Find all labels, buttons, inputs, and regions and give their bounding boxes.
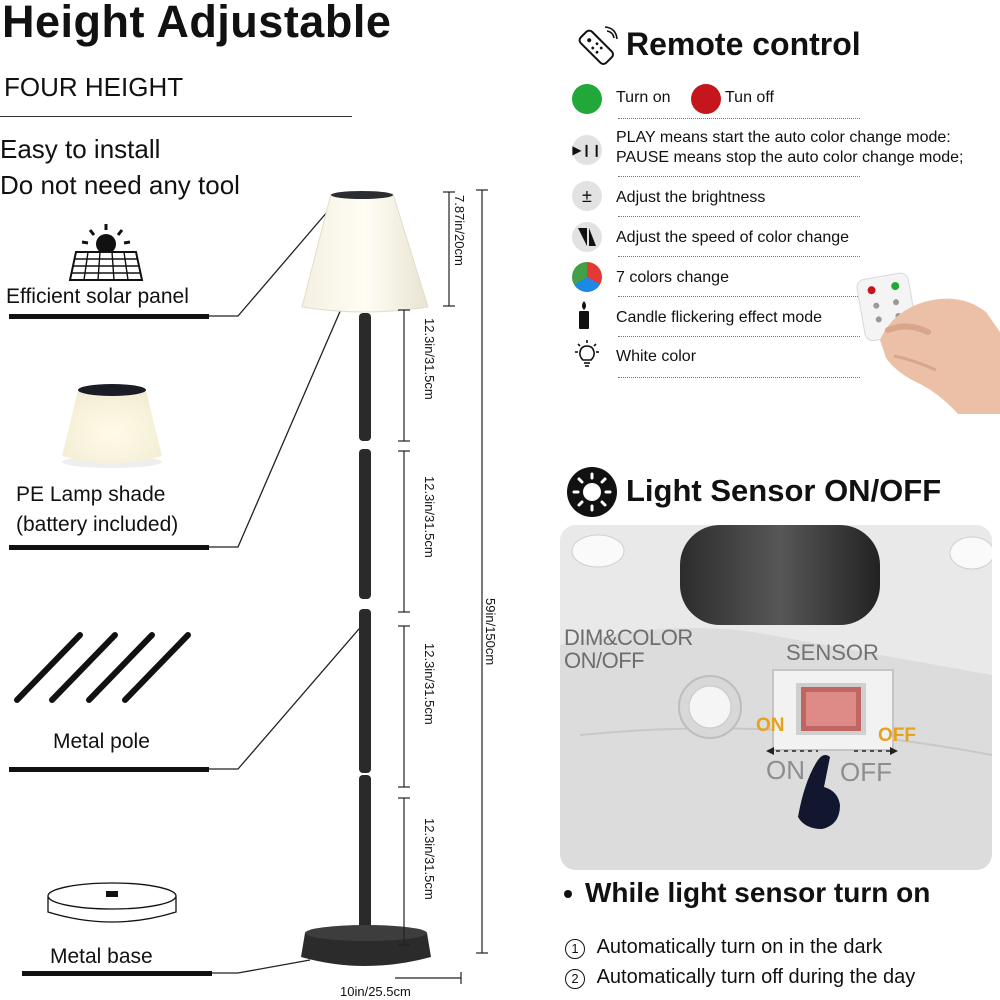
hand-remote-image	[856, 272, 1000, 414]
remote-title: Remote control	[626, 26, 861, 62]
solar-panel-icon	[68, 224, 144, 281]
base-label-bar	[22, 971, 212, 976]
while-heading: While light sensor turn on	[585, 877, 931, 908]
label-metal-pole: Metal pole	[53, 730, 150, 753]
on-embossed: ON	[766, 755, 805, 785]
sensor-label: SENSOR	[786, 640, 879, 665]
dim-color-label-2: ON/OFF	[564, 648, 645, 673]
turn-on-label: Turn on	[616, 89, 671, 106]
speed-label: Adjust the speed of color change	[616, 229, 850, 246]
lamp-illustration	[301, 191, 431, 966]
base-underside	[560, 525, 992, 870]
brightness-icon: ±	[572, 181, 602, 211]
off-embossed: OFF	[840, 757, 892, 787]
subtitle-rule	[0, 116, 352, 117]
color-wheel-icon	[572, 262, 602, 292]
label-solar-panel: Efficient solar panel	[6, 285, 189, 308]
label-lamp-shade-2: (battery included)	[16, 513, 179, 536]
shade-label-bar	[9, 545, 209, 550]
install-line-2: Do not need any tool	[0, 170, 240, 200]
subtitle: FOUR HEIGHT	[4, 72, 184, 102]
label-metal-base: Metal base	[50, 945, 153, 968]
row-divider	[618, 118, 860, 119]
turn-off-label: Tun off	[725, 89, 774, 106]
bullet-dot	[564, 890, 572, 898]
page-title: Height Adjustable	[2, 0, 392, 47]
row-divider	[618, 296, 860, 297]
step-2: 2 Automatically turn off during the day	[565, 966, 915, 989]
dim-segment-4: 12.3in/31.5cm	[422, 818, 437, 900]
step-2-text: Automatically turn off during the day	[596, 966, 916, 988]
row-divider	[618, 176, 860, 177]
row-divider	[618, 256, 860, 257]
step-2-number: 2	[565, 969, 585, 989]
solar-label-bar	[9, 314, 209, 319]
light-sensor-icon	[567, 467, 617, 517]
turn-off-icon	[691, 84, 721, 114]
dim-total-height: 59in/150cm	[483, 598, 498, 666]
label-lamp-shade-1: PE Lamp shade	[16, 483, 166, 506]
on-label: ON	[756, 715, 785, 736]
play-line-2: PAUSE means stop the auto color change m…	[616, 149, 964, 166]
white-color-label: White color	[616, 348, 697, 365]
speed-icon	[572, 222, 602, 252]
dim-segment-2: 12.3in/31.5cm	[422, 476, 437, 558]
turn-on-icon	[572, 84, 602, 114]
pole-label-bar	[9, 767, 209, 772]
candle-icon	[579, 301, 589, 329]
step-1: 1 Automatically turn on in the dark	[565, 936, 882, 959]
off-label: OFF	[878, 725, 916, 746]
dim-segment-1: 12.3in/31.5cm	[422, 318, 437, 400]
dimension-lines	[395, 189, 488, 984]
dim-segment-3: 12.3in/31.5cm	[422, 643, 437, 725]
bulb-icon	[575, 340, 599, 367]
step-1-number: 1	[565, 939, 585, 959]
play-pause-icon: ▶❙❙	[572, 135, 602, 165]
metal-base-icon	[47, 882, 177, 923]
metal-pole-icon	[14, 632, 191, 703]
row-divider	[618, 336, 860, 337]
sensor-photo: DIM&COLOR ON/OFF SENSOR ON OFF ON OFF	[560, 525, 992, 870]
candle-label: Candle flickering effect mode	[616, 309, 823, 326]
row-divider	[618, 377, 860, 378]
leader-lines	[209, 196, 366, 974]
dim-base-width: 10in/25.5cm	[340, 984, 411, 999]
lamp-shade-image	[62, 384, 162, 468]
row-divider	[618, 216, 860, 217]
step-1-text: Automatically turn on in the dark	[596, 936, 883, 958]
dim-color-label-1: DIM&COLOR	[564, 625, 693, 650]
sensor-title: Light Sensor ON/OFF	[626, 473, 942, 508]
dim-shade-height: 7.87in/20cm	[452, 195, 467, 266]
remote-icon	[578, 26, 618, 66]
brightness-label: Adjust the brightness	[616, 189, 766, 206]
install-line-1: Easy to install	[0, 134, 161, 164]
play-line-1: PLAY means start the auto color change m…	[616, 129, 951, 146]
colors-label: 7 colors change	[616, 269, 729, 286]
